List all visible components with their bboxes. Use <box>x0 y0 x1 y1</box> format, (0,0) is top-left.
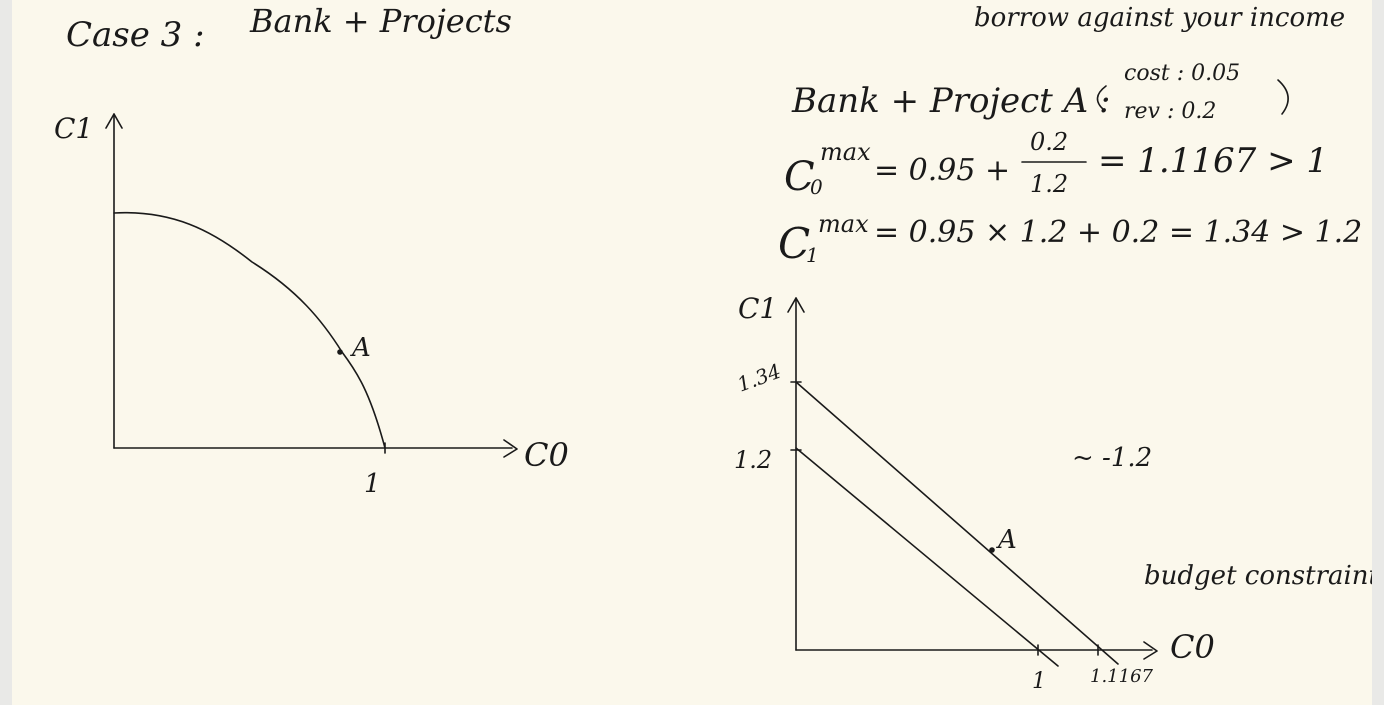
right-x-tick-outer-label: 1.1167 <box>1090 666 1154 687</box>
c1max-sub: 1 <box>806 243 819 267</box>
c0max-sup: max <box>820 138 871 166</box>
left-y-axis-label: C1 <box>54 112 93 145</box>
budget-line-with-project <box>795 381 1119 665</box>
production-frontier-curve <box>113 211 386 449</box>
left-x-axis-arrow-icon <box>503 439 518 458</box>
left-diagram: C1 C0 A 1 <box>54 112 569 499</box>
c0max-rhs-b: = 1.1167 > 1 <box>1098 141 1328 181</box>
budget-line-bank-only <box>795 447 1059 667</box>
case-subtitle: Bank + Projects <box>249 2 512 40</box>
handwritten-notes-canvas: Case 3 : Bank + Projects borrow against … <box>54 2 1372 694</box>
left-y-axis-arrow-icon <box>105 113 123 129</box>
c0max-frac-num: 0.2 <box>1030 128 1068 156</box>
budget-constraint-note: budget constraint <box>1144 561 1372 591</box>
right-diagram: C1 C0 1.34 1.2 A 1 1.1167 <box>734 292 1215 694</box>
right-x-tick-inner-label: 1 <box>1032 669 1046 694</box>
right-y-axis-label: C1 <box>738 292 777 325</box>
cost-label: cost : 0.05 <box>1124 61 1240 86</box>
borrow-note: borrow against your income <box>974 3 1345 33</box>
right-y-tick-lower-label: 1.2 <box>734 446 772 474</box>
right-point-a-label: A <box>996 525 1017 555</box>
case-title: Case 3 : <box>66 15 205 55</box>
c1max-sup: max <box>818 210 869 238</box>
c0max-rhs-a: = 0.95 + <box>874 153 1010 188</box>
c0max-frac-den: 1.2 <box>1030 170 1068 198</box>
notebook-page: Case 3 : Bank + Projects borrow against … <box>12 0 1372 705</box>
c1max-lhs: C <box>778 219 810 268</box>
right-x-axis-label: C0 <box>1170 628 1215 666</box>
left-x-axis-label: C0 <box>524 436 569 474</box>
c0max-lhs: C <box>784 154 815 200</box>
right-x-axis-arrow-icon <box>1143 641 1158 660</box>
c1max-rhs: = 0.95 × 1.2 + 0.2 = 1.34 > 1.2 <box>874 215 1362 250</box>
slope-note: ~ -1.2 <box>1072 443 1152 473</box>
bank-project-label: Bank + Project A : <box>791 81 1110 121</box>
paren-close <box>1277 79 1289 115</box>
paren-open <box>1096 85 1107 111</box>
rev-label: rev : 0.2 <box>1124 99 1216 124</box>
left-point-a-marker <box>337 349 343 355</box>
right-y-axis-arrow-icon <box>787 297 805 313</box>
right-y-tick-upper-label: 1.34 <box>734 359 784 397</box>
left-point-a-label: A <box>350 333 371 363</box>
c0max-sub: 0 <box>810 175 823 199</box>
left-x-tick-label: 1 <box>364 469 381 499</box>
right-point-a-marker <box>989 547 995 553</box>
